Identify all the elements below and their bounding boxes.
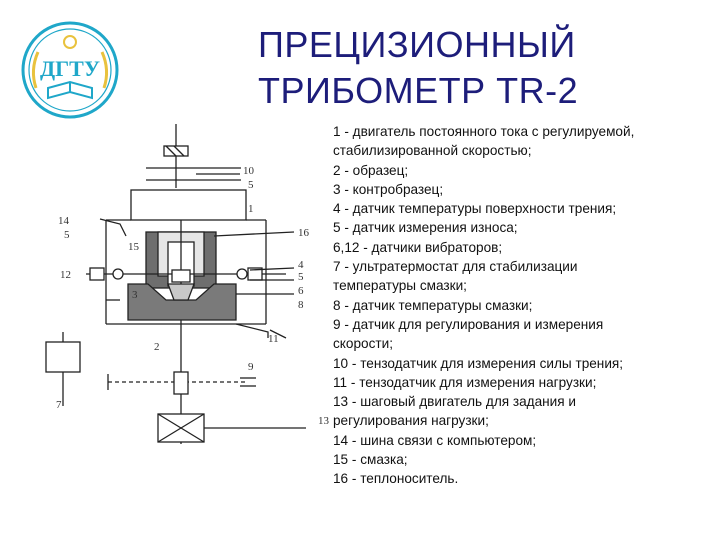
- legend-line: 8 - датчик температуры смазки;: [333, 297, 533, 313]
- diagram-label-16: 16: [298, 227, 310, 239]
- legend-line: 9 - датчик для регулирования и измерения: [333, 316, 604, 332]
- diagram-label-9: 9: [248, 361, 254, 373]
- diagram-label-11: 11: [268, 333, 279, 345]
- diagram-label-2: 2: [154, 341, 160, 353]
- legend-line: 13 - шаговый двигатель для задания и: [333, 394, 577, 410]
- diagram-label-10: 10: [243, 165, 255, 177]
- legend-line: 11 - тензодатчик для измерения нагрузки;: [333, 374, 597, 390]
- legend-line: 4 - датчик температуры поверхности трени…: [333, 201, 617, 217]
- legend-line: скорости;: [333, 336, 393, 352]
- diagram-label-7: 7: [56, 399, 62, 411]
- legend-line: стабилизированной скоростью;: [333, 143, 532, 159]
- legend-line: 3 - контробразец;: [333, 181, 444, 197]
- legend-line: температуры смазки;: [333, 278, 467, 294]
- diagram-label-5a: 5: [248, 179, 254, 191]
- diagram-label-3: 3: [132, 289, 138, 301]
- legend-line: регулирования нагрузки;: [333, 413, 489, 429]
- diagram-label-4: 4: [298, 259, 304, 271]
- legend-line: 2 - образец;: [333, 162, 409, 178]
- diagram-label-5b: 5: [64, 229, 70, 241]
- legend-line: 15 - смазка;: [333, 452, 408, 468]
- legend-line: 14 - шина связи с компьютером;: [333, 432, 537, 448]
- page-title: ПРЕЦИЗИОННЫЙ ТРИБОМЕТР TR-2: [258, 22, 688, 114]
- diagram-label-6: 6: [298, 285, 304, 297]
- diagram-label-13: 13: [318, 415, 330, 427]
- legend-line: 10 - тензодатчик для измерения силы трен…: [333, 355, 624, 371]
- tribometer-schematic: 10 5 1 14 5 16 15 12 4 5 6 8 3 11 2 7 9 …: [45, 124, 330, 444]
- diagram-label-15: 15: [128, 241, 140, 253]
- logo-text: ДГТУ: [40, 56, 100, 81]
- diagram-label-12: 12: [60, 269, 71, 281]
- university-logo: ДГТУ: [21, 21, 119, 119]
- legend-line: 1 - двигатель постоянного тока с регулир…: [333, 124, 635, 139]
- diagram-label-8: 8: [298, 299, 304, 311]
- component-legend: 1 - двигатель постоянного тока с регулир…: [333, 122, 713, 489]
- legend-line: 6,12 - датчики вибраторов;: [333, 239, 503, 255]
- diagram-label-5c: 5: [298, 271, 304, 283]
- title-line-1: ПРЕЦИЗИОННЫЙ: [258, 24, 576, 65]
- diagram-label-14: 14: [58, 215, 70, 227]
- legend-line: 7 - ультратермостат для стабилизации: [333, 259, 578, 275]
- title-line-2: ТРИБОМЕТР TR-2: [258, 70, 579, 111]
- legend-line: 5 - датчик измерения износа;: [333, 220, 518, 236]
- legend-line: 16 - теплоноситель.: [333, 471, 459, 487]
- diagram-label-1: 1: [248, 203, 254, 215]
